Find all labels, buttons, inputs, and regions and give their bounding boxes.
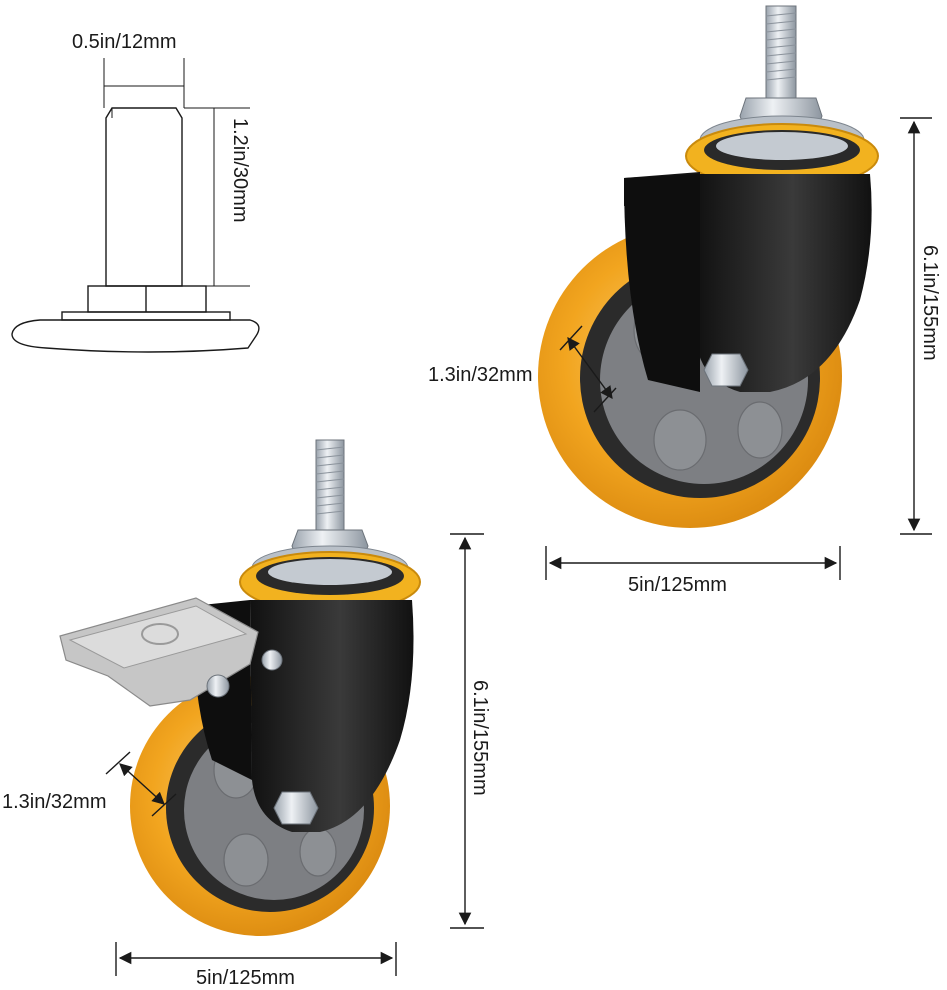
stem-height-label: 1.2in/30mm — [229, 118, 251, 223]
rivet — [261, 649, 283, 671]
caster-bottom-dimensions — [105, 533, 484, 976]
stem-width-label: 0.5in/12mm — [72, 31, 177, 53]
caster-bracket — [250, 600, 414, 832]
axle-bolt — [273, 791, 319, 825]
caster-top-tread-label: 1.3in/32mm — [428, 364, 533, 386]
caster-top-width-label: 5in/125mm — [628, 574, 727, 596]
axle-bolt — [703, 353, 749, 387]
caster-bottom-tread-label: 1.3in/32mm — [2, 791, 107, 813]
caster-bottom-height-label: 6.1in/155mm — [469, 680, 491, 796]
caster-top-height-label: 6.1in/155mm — [919, 245, 941, 361]
caster-bottom-illustration — [59, 439, 421, 936]
rivet — [206, 674, 230, 698]
caster-bottom-width-label: 5in/125mm — [196, 967, 295, 989]
stem-threads — [315, 446, 345, 515]
caster-top-dimensions — [545, 117, 932, 580]
caster-bracket — [696, 174, 872, 392]
stem-threads — [765, 12, 797, 81]
threaded-stem — [765, 5, 797, 111]
stem-technical-drawing — [11, 58, 260, 353]
caster-top-illustration — [538, 5, 879, 528]
